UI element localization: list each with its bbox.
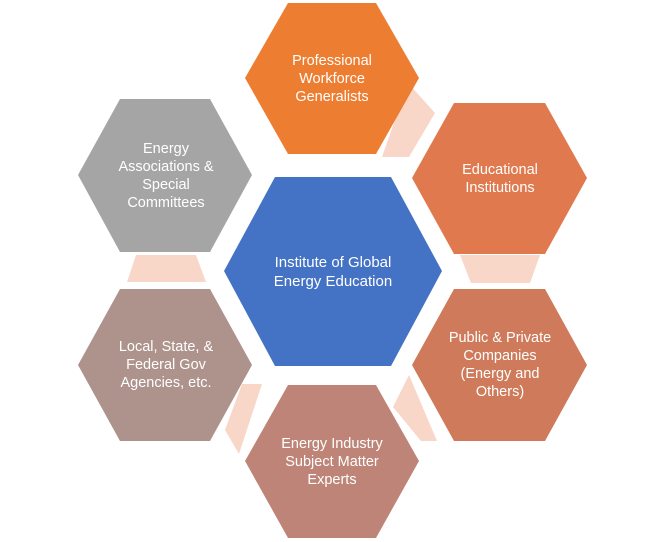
connector-agencies-associations: [127, 255, 206, 282]
connector-companies-experts: [393, 375, 437, 441]
connector-workforce-educational: [382, 83, 435, 157]
hexagon-government-agencies: [78, 289, 252, 441]
hexagon-public-private-companies: [412, 289, 587, 441]
hexagon-educational-institutions: [412, 103, 587, 254]
hexagon-energy-associations: [78, 99, 252, 252]
hexagon-center-institute: [224, 177, 442, 366]
hexagon-energy-industry-experts: [245, 385, 419, 538]
connector-experts-agencies: [225, 384, 262, 454]
hexagon-professional-workforce: [245, 3, 419, 154]
connector-educational-companies: [460, 255, 540, 283]
